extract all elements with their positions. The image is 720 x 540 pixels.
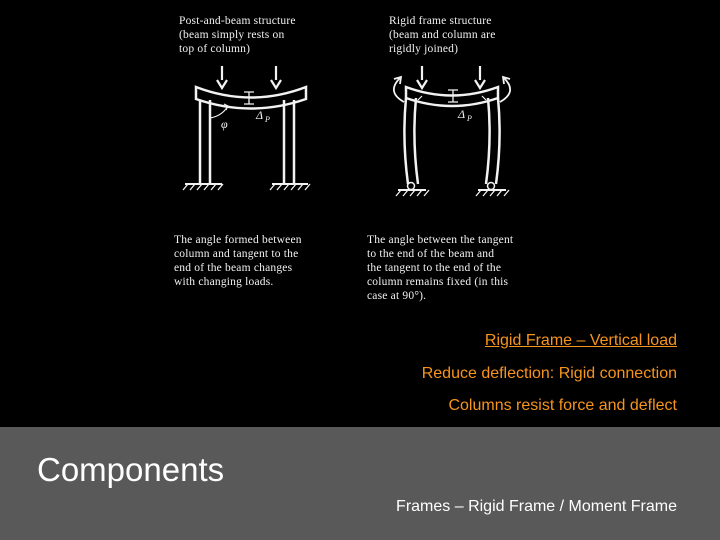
delta-sub-left: P [264, 115, 270, 124]
rigid-frame [393, 66, 511, 197]
slide-subtitle: Frames – Rigid Frame / Moment Frame [396, 498, 677, 515]
frame-drawings: φ Δ P Δ P [182, 66, 511, 197]
post-and-beam-caption: Post-and-beam structure (beam simply res… [179, 15, 296, 55]
delta-label-right: Δ [457, 107, 465, 121]
delta-sub-right: P [466, 114, 472, 123]
post-and-beam-note: The angle formed between column and tang… [174, 234, 302, 288]
slide-title: Components [37, 451, 225, 488]
note-columns-resist: Columns resist force and deflect [448, 397, 677, 414]
post-and-beam-frame [182, 66, 311, 191]
note-rigid-frame-vertical-load: Rigid Frame – Vertical load [484, 332, 677, 349]
slide-content: φ Δ P Δ P Post-and-beam structure (beam … [160, 0, 677, 414]
delta-label-left: Δ [255, 108, 263, 122]
phi-label: φ [221, 117, 228, 131]
footer-band: Components Frames – Rigid Frame / Moment… [0, 427, 720, 540]
rigid-frame-note: The angle between the tangent to the end… [367, 234, 514, 302]
rigid-frame-caption: Rigid frame structure (beam and column a… [389, 15, 496, 55]
frame-diagram: φ Δ P Δ P Post-and-beam structure (beam … [160, 0, 560, 312]
note-reduce-deflection: Reduce deflection: Rigid connection [421, 365, 677, 382]
